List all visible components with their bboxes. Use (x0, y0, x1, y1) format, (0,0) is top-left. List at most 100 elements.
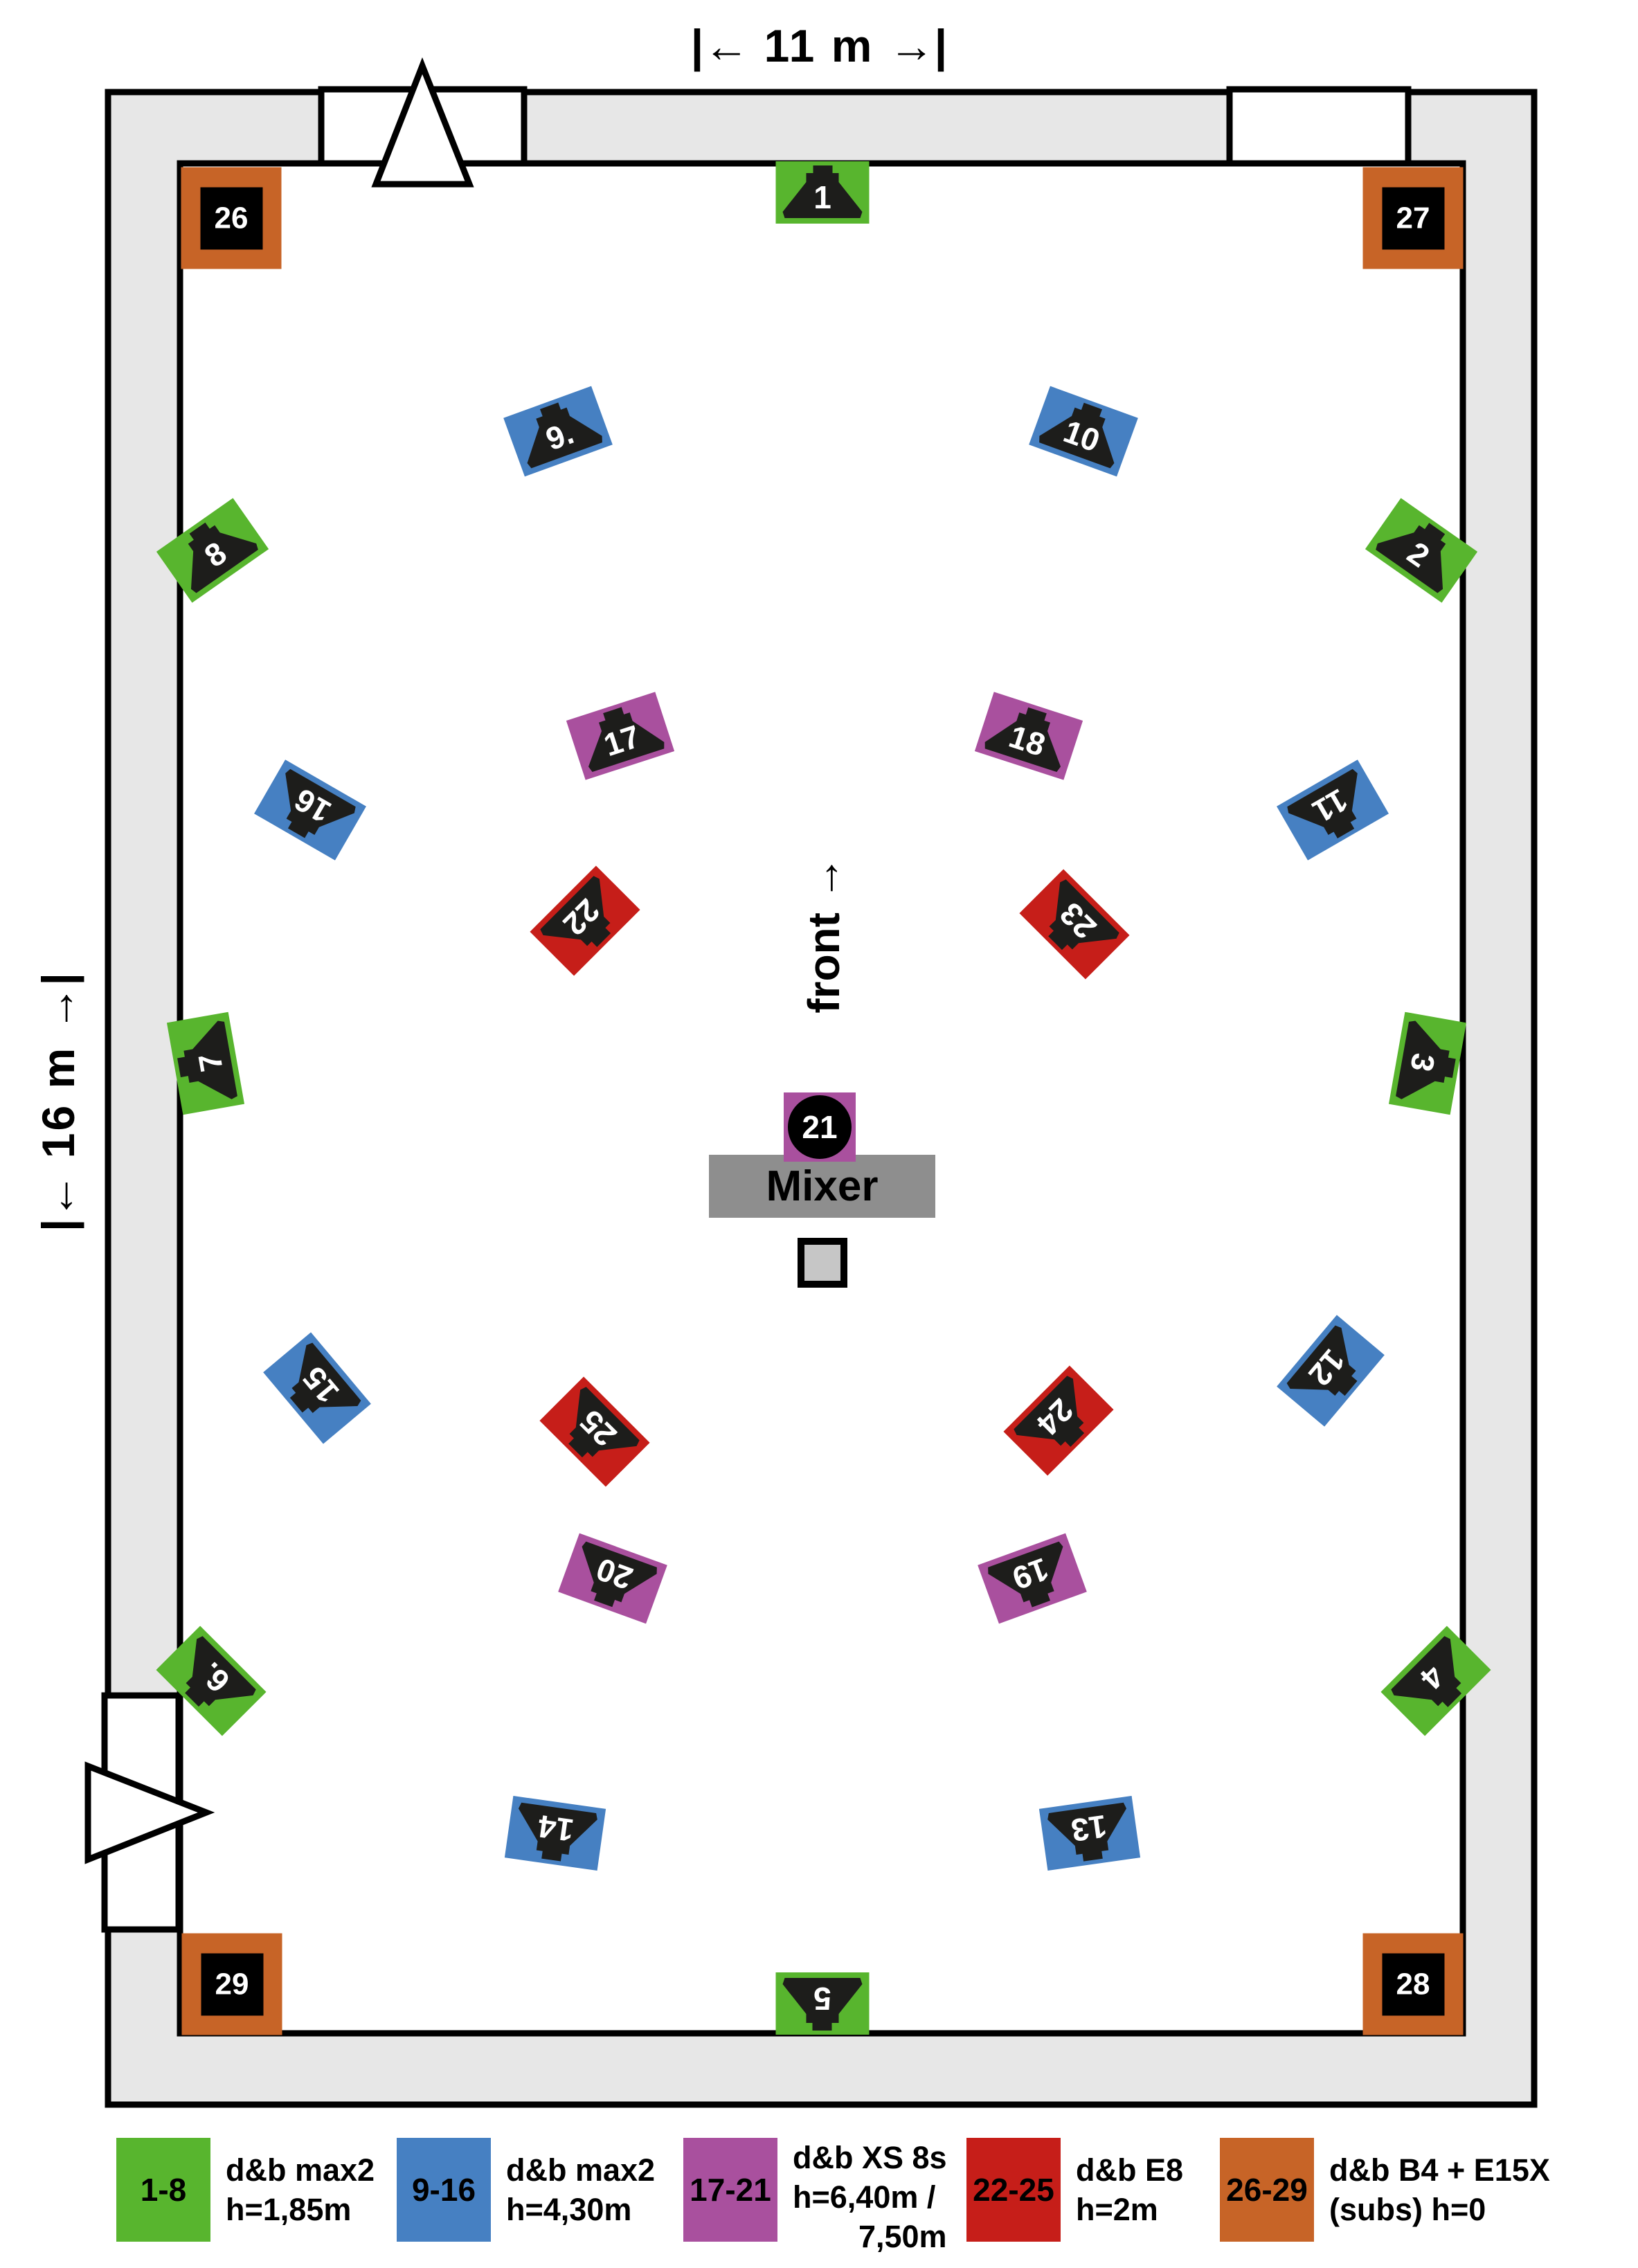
speaker-4: 4 (1380, 1626, 1491, 1736)
speaker-18: 18 (974, 692, 1083, 780)
horn-speaker-icon (1048, 879, 1119, 951)
horn-speaker-icon (1391, 1636, 1462, 1707)
speaker-15: 15 (263, 1332, 371, 1444)
legend-text: d&b max2 h=1,85m (226, 2138, 375, 2242)
speaker-26: 26 (181, 167, 282, 269)
horn-speaker-icon (582, 1541, 657, 1608)
speaker-1: 1 (775, 161, 870, 224)
speaker-20: 20 (558, 1533, 667, 1624)
left-door-swing-icon (84, 1761, 215, 1864)
horn-speaker-icon (1287, 768, 1358, 839)
legend-text-line: d&b E8 (1076, 2152, 1184, 2188)
stage-block (798, 1238, 847, 1288)
legend-text-line: h=4,30m (506, 2192, 632, 2227)
mixer-label: Mixer (766, 1162, 879, 1210)
horn-speaker-icon (782, 165, 863, 218)
horn-speaker-icon (1286, 1325, 1358, 1396)
speaker-14: 14 (504, 1796, 606, 1871)
speaker-10: 10 (1029, 386, 1138, 477)
speaker-9: 9. (503, 386, 613, 477)
front-direction-label: front → (799, 856, 849, 1014)
sub-speaker-number: 29 (201, 1953, 263, 2015)
horn-speaker-icon (527, 402, 602, 469)
horn-speaker-icon (1047, 1802, 1127, 1862)
horn-speaker-icon (1396, 1020, 1456, 1099)
legend-text: d&b XS 8s h=6,40m / 7,50m (793, 2138, 947, 2256)
horn-speaker-icon (588, 707, 665, 773)
legend-item-1-8: 1-8 d&b max2 h=1,85m (116, 2138, 375, 2242)
sub-speaker-number: 28 (1382, 1953, 1444, 2015)
dim-arrow-right-icon: →| (888, 20, 948, 71)
speaker-2: 2 (1365, 498, 1478, 603)
speaker-24: 24 (1003, 1365, 1114, 1476)
sub-speaker-number: 27 (1382, 187, 1444, 249)
legend-text-line: d&b XS 8s (793, 2140, 947, 2175)
speaker-number: 13 (1069, 1808, 1109, 1849)
horn-speaker-icon (518, 1802, 597, 1862)
speaker-12: 12 (1277, 1315, 1385, 1427)
legend-text: d&b E8 h=2m (1076, 2138, 1183, 2242)
speaker-19: 19 (978, 1533, 1087, 1624)
horn-speaker-icon (188, 522, 258, 593)
speaker-27: 27 (1362, 167, 1464, 269)
legend-text-line: d&b max2 (226, 2152, 375, 2188)
speaker-7: 7 (166, 1011, 245, 1115)
horn-speaker-icon (568, 1387, 640, 1458)
speaker-23: 23 (1019, 869, 1130, 980)
dim-arrow-left-icon: |← (33, 1173, 84, 1232)
horn-speaker-icon (285, 768, 356, 838)
speaker-number: 5 (813, 1981, 831, 2017)
legend-text-line: h=1,85m (226, 2192, 352, 2227)
legend-text-line: (subs) h=0 (1329, 2192, 1486, 2227)
legend-color-box: 9-16 (397, 2138, 491, 2242)
legend-text-line: h=2m (1076, 2192, 1158, 2227)
legend-color-box: 17-21 (683, 2138, 777, 2242)
horn-speaker-icon (782, 1978, 863, 2031)
speaker-8: 8 (156, 498, 269, 603)
legend-color-box: 26-29 (1220, 2138, 1314, 2242)
speaker-5: 5 (775, 1972, 870, 2035)
speaker-25: 25 (539, 1376, 650, 1487)
speaker-6: 6. (156, 1626, 267, 1736)
legend-color-box: 22-25 (966, 2138, 1061, 2242)
legend-text: d&b max2 h=4,30m (506, 2138, 655, 2242)
dim-arrow-right-icon: →| (33, 972, 84, 1032)
horn-speaker-icon (289, 1342, 361, 1414)
legend-text-line: 7,50m (858, 2219, 947, 2254)
horn-speaker-icon (1014, 1376, 1085, 1447)
point-speaker-number: 21 (788, 1095, 852, 1159)
speaker-29: 29 (181, 1933, 282, 2035)
legend-text-line: d&b B4 + E15X (1329, 2152, 1550, 2188)
horn-speaker-icon (988, 1541, 1063, 1608)
speaker-11: 11 (1277, 759, 1389, 861)
speaker-13: 13 (1038, 1796, 1141, 1871)
horn-speaker-icon (185, 1636, 256, 1707)
legend-item-26-29: 26-29 d&b B4 + E15X (subs) h=0 (1220, 2138, 1550, 2242)
speaker-number: 14 (536, 1808, 576, 1849)
legend-text-line: d&b max2 (506, 2152, 656, 2188)
width-dimension-label: |← 11 m →| (691, 19, 947, 72)
speaker-number: 1 (813, 179, 831, 215)
legend-item-17-21: 17-21 d&b XS 8s h=6,40m / 7,50m (683, 2138, 947, 2256)
speaker-21: 21 (784, 1092, 856, 1162)
legend-text: d&b B4 + E15X (subs) h=0 (1329, 2138, 1550, 2242)
speaker-3: 3 (1388, 1011, 1467, 1115)
height-dimension-label: |← 16 m →| (32, 973, 84, 1232)
speaker-22: 22 (530, 865, 640, 976)
speaker-16: 16 (254, 759, 366, 861)
legend-color-box: 1-8 (116, 2138, 210, 2242)
legend-text-line: h=6,40m / (793, 2179, 936, 2215)
mixer-desk: Mixer (709, 1155, 935, 1218)
horn-speaker-icon (540, 876, 611, 947)
speaker-17: 17 (566, 692, 675, 780)
speaker-28: 28 (1362, 1933, 1464, 2035)
legend-item-22-25: 22-25 d&b E8 h=2m (966, 2138, 1183, 2242)
dim-arrow-left-icon: |← (690, 20, 750, 71)
sub-speaker-number: 26 (200, 187, 262, 249)
height-dimension-value: 16 m (33, 1045, 84, 1159)
width-dimension-value: 11 m (764, 20, 874, 71)
horn-speaker-icon (984, 707, 1061, 773)
horn-speaker-icon (1039, 402, 1115, 469)
